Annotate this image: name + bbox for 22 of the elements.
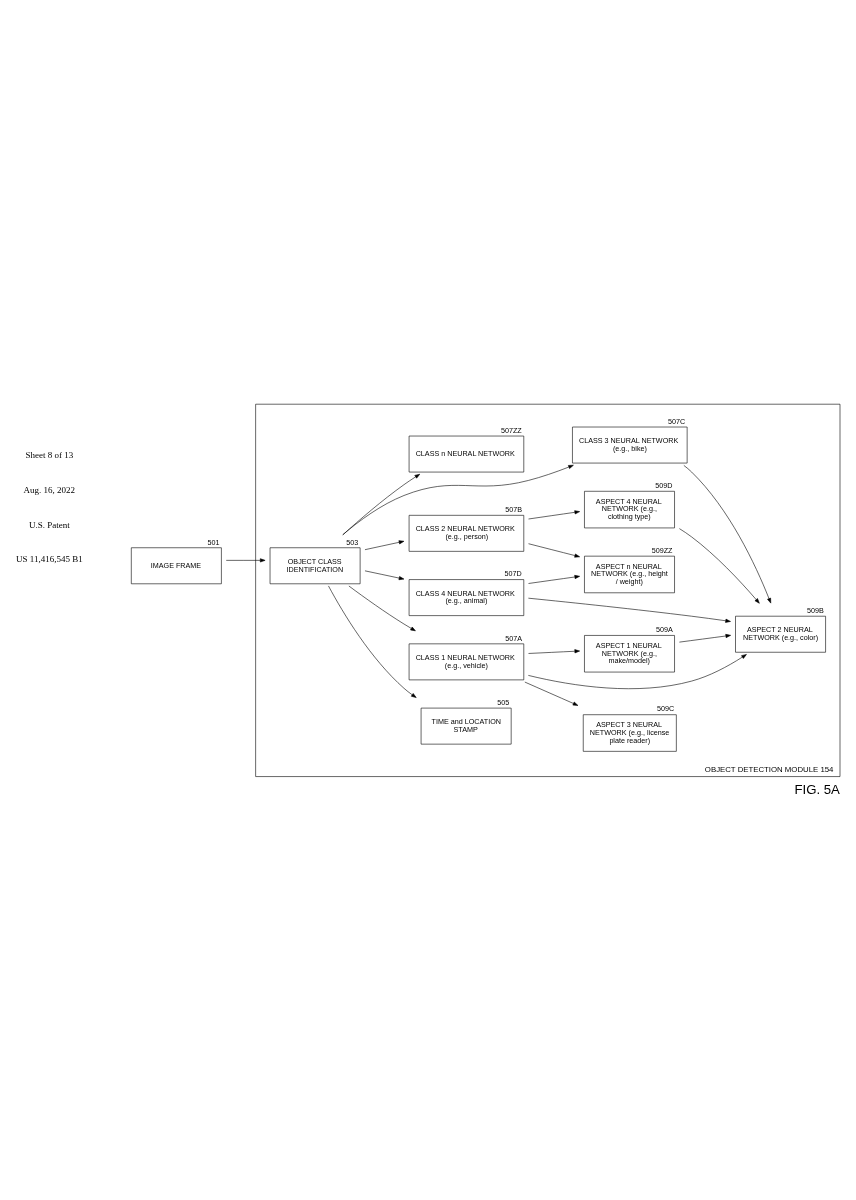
arrow — [342, 473, 421, 536]
arrow — [528, 575, 580, 584]
arrow — [225, 558, 266, 563]
arrow — [528, 510, 580, 520]
label: U.S. Patent — [28, 519, 70, 530]
label: Sheet 8 of 13 — [25, 449, 74, 460]
arrow — [679, 528, 760, 604]
arrow — [364, 570, 405, 581]
arrow — [328, 585, 417, 698]
arrow — [528, 649, 580, 654]
arrow — [679, 634, 731, 643]
arrow — [348, 585, 416, 632]
arrow — [342, 464, 574, 536]
label: Aug. 16, 2022 — [23, 484, 76, 495]
arrow — [524, 681, 579, 706]
label: US 11,416,545 B1 — [15, 554, 83, 565]
arrow — [528, 597, 731, 623]
arrow — [364, 540, 405, 550]
arrow — [528, 654, 747, 689]
arrow — [528, 543, 580, 558]
caption: FIG. 5A — [794, 782, 840, 798]
arrow — [683, 465, 772, 604]
